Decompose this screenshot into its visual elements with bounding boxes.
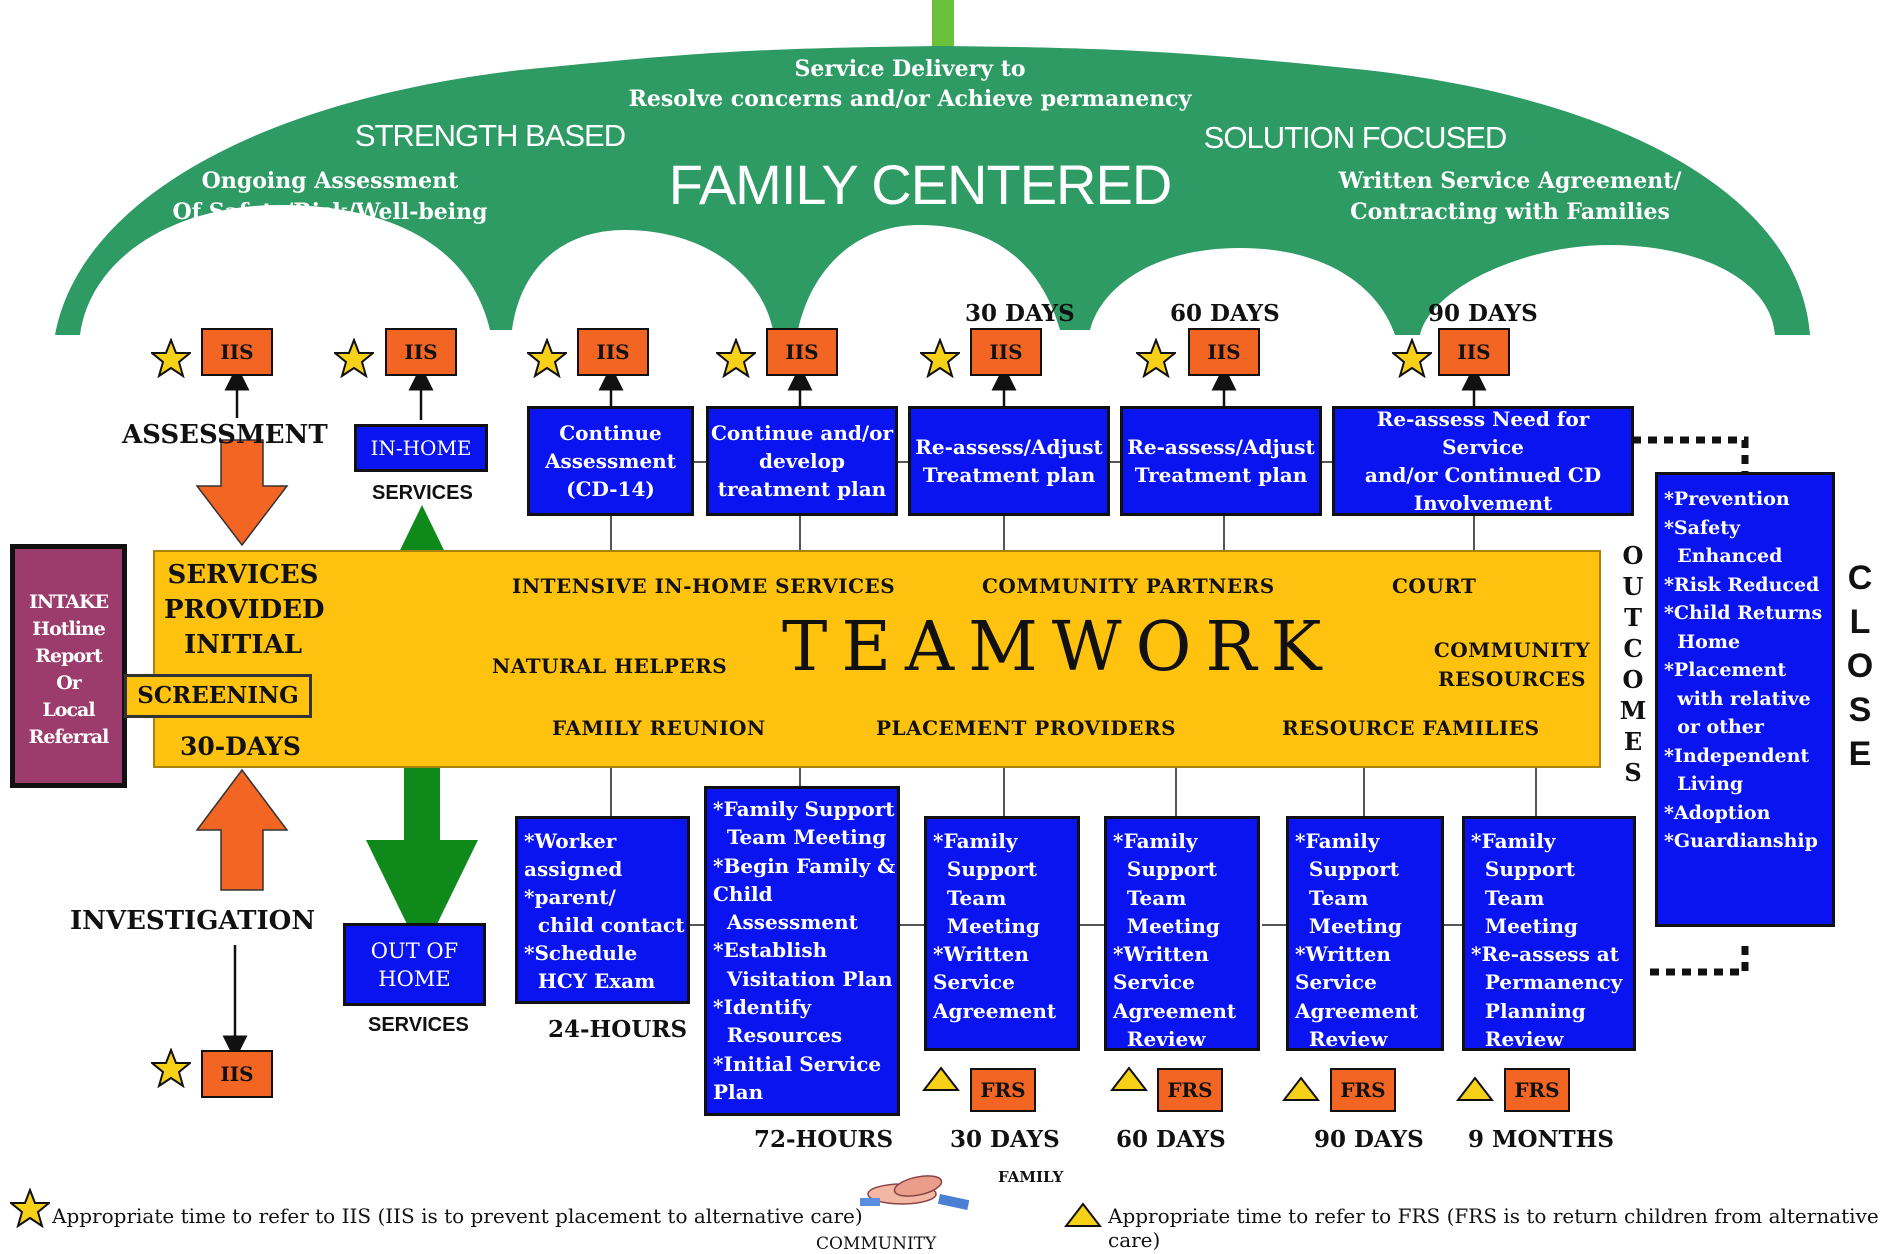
solution-focused-heading: SOLUTION FOCUSED	[1203, 120, 1508, 155]
strength-based-heading: STRENGTH BASED	[354, 118, 626, 153]
legend-frs-note: Appropriate time to refer to FRS (FRS is…	[1108, 1204, 1879, 1252]
bottom-box-9months: *Family Support Team Meeting *Re-assess …	[1462, 816, 1636, 1051]
band-court: COURT	[1392, 574, 1477, 598]
time-24-hours: 24-HOURS	[548, 1016, 688, 1043]
bottom-box-90days: *Family Support Team Meeting *Written Se…	[1286, 816, 1444, 1051]
in-home-box: IN-HOME	[354, 424, 488, 472]
arch-top-line1: Service Delivery to	[794, 56, 1026, 82]
top-box-reassess-need: Re-assess Need for Service and/or Contin…	[1332, 406, 1634, 516]
legend-community-label: COMMUNITY	[816, 1234, 937, 1254]
iis-star-icon	[151, 338, 191, 378]
written-agreement-line1: Written Service Agreement/	[1338, 168, 1682, 194]
top-day-90: 90 DAYS	[1428, 300, 1538, 327]
band-placement-providers: PLACEMENT PROVIDERS	[876, 716, 1177, 740]
time-60-days: 60 DAYS	[1116, 1126, 1226, 1153]
band-community-partners: COMMUNITY PARTNERS	[982, 574, 1275, 598]
time-30-days: 30 DAYS	[950, 1126, 1060, 1153]
top-box-continue-assessment: Continue Assessment (CD-14)	[527, 406, 694, 516]
frs-box-60: FRS	[1157, 1068, 1223, 1112]
intake-box: INTAKE Hotline Report Or Local Referral	[10, 544, 127, 788]
iis-box-3: IIS	[970, 328, 1042, 376]
time-72-hours: 72-HOURS	[754, 1126, 894, 1153]
iis-box-5: IIS	[1438, 328, 1510, 376]
iis-star-icon	[151, 1048, 191, 1088]
top-box-reassess-30: Re-assess/Adjust Treatment plan	[908, 406, 1110, 516]
iis-box-2: IIS	[766, 328, 838, 376]
top-day-60: 60 DAYS	[1170, 300, 1280, 327]
frs-box-90: FRS	[1330, 1068, 1396, 1112]
bottom-box-24hours: *Worker assigned *parent/ child contact …	[515, 816, 690, 1004]
top-day-30: 30 DAYS	[965, 300, 1075, 327]
teamwork-band	[153, 550, 1601, 768]
band-intensive-in-home: INTENSIVE IN-HOME SERVICES	[512, 574, 896, 598]
legend-star-icon	[10, 1188, 50, 1228]
investigation-label: INVESTIGATION	[70, 906, 316, 936]
assessment-label: ASSESSMENT	[122, 420, 328, 450]
legend-family-label: FAMILY	[998, 1168, 1064, 1186]
dotted-link-top	[1632, 436, 1749, 475]
ongoing-assessment-line1: Ongoing Assessment	[201, 168, 459, 194]
iis-star-icon	[527, 338, 567, 378]
family-centered-heading: FAMILY CENTERED	[668, 153, 1173, 216]
iis-star-icon	[334, 338, 374, 378]
bottom-box-30days: *Family Support Team Meeting *Written Se…	[924, 816, 1080, 1051]
band-family-reunion: FAMILY REUNION	[552, 716, 766, 740]
legend-triangle-icon	[1064, 1202, 1102, 1227]
out-of-home-services-label: SERVICES	[368, 1014, 469, 1036]
band-community-resources: COMMUNITY RESOURCES	[1433, 638, 1591, 691]
iis-box-4: IIS	[1188, 328, 1260, 376]
iis-box-inhome: IIS	[385, 328, 457, 376]
in-home-services-label: SERVICES	[372, 482, 473, 504]
bottom-box-72hours: *Family Support Team Meeting *Begin Fami…	[704, 786, 900, 1116]
arch-top-line2: Resolve concerns and/or Achieve permanen…	[628, 86, 1192, 112]
iis-box-1: IIS	[577, 328, 649, 376]
family-community-hands-icon	[860, 1175, 970, 1211]
teamwork-title: TEAMWORK	[782, 608, 1336, 687]
iis-star-icon	[1136, 338, 1176, 378]
screening-box: SCREENING	[124, 674, 312, 718]
services-provided-label: SERVICES PROVIDED INITIAL	[164, 560, 325, 660]
written-agreement-line2: Contracting with Families	[1350, 199, 1670, 225]
out-of-home-box: OUT OF HOME	[343, 923, 486, 1006]
frs-triangle-icon	[1456, 1076, 1494, 1101]
frs-box-30: FRS	[970, 1068, 1036, 1112]
frs-triangle-icon	[1110, 1066, 1148, 1091]
iis-box-assessment: IIS	[201, 328, 273, 376]
band-resource-families: RESOURCE FAMILIES	[1282, 716, 1540, 740]
arch-shape	[55, 46, 1810, 335]
band-natural-helpers: NATURAL HELPERS	[492, 654, 728, 678]
legend-iis-note: Appropriate time to refer to IIS (IIS is…	[52, 1204, 863, 1228]
iis-star-icon	[920, 338, 960, 378]
frs-triangle-icon	[922, 1066, 960, 1091]
iis-star-icon	[1392, 338, 1432, 378]
ongoing-assessment-line2: Of Safety/Risk/Well-being	[172, 199, 488, 225]
bottom-box-60days: *Family Support Team Meeting *Written Se…	[1104, 816, 1260, 1051]
frs-box-9months: FRS	[1504, 1068, 1570, 1112]
thirty-days-initial-label: 30-DAYS	[180, 732, 301, 761]
iis-star-icon	[716, 338, 756, 378]
outcomes-box: *Prevention *Safety Enhanced *Risk Reduc…	[1655, 472, 1835, 927]
time-90-days: 90 DAYS	[1314, 1126, 1424, 1153]
top-box-treatment-plan: Continue and/or develop treatment plan	[706, 406, 898, 516]
frs-triangle-icon	[1282, 1076, 1320, 1101]
top-stem	[932, 0, 954, 48]
iis-box-investigation: IIS	[201, 1050, 273, 1098]
top-box-reassess-60: Re-assess/Adjust Treatment plan	[1120, 406, 1322, 516]
dotted-link-bottom	[1650, 940, 1749, 976]
investigation-orange-arrow	[195, 768, 289, 891]
time-9-months: 9 MONTHS	[1468, 1126, 1614, 1153]
assessment-orange-arrow	[195, 439, 289, 547]
